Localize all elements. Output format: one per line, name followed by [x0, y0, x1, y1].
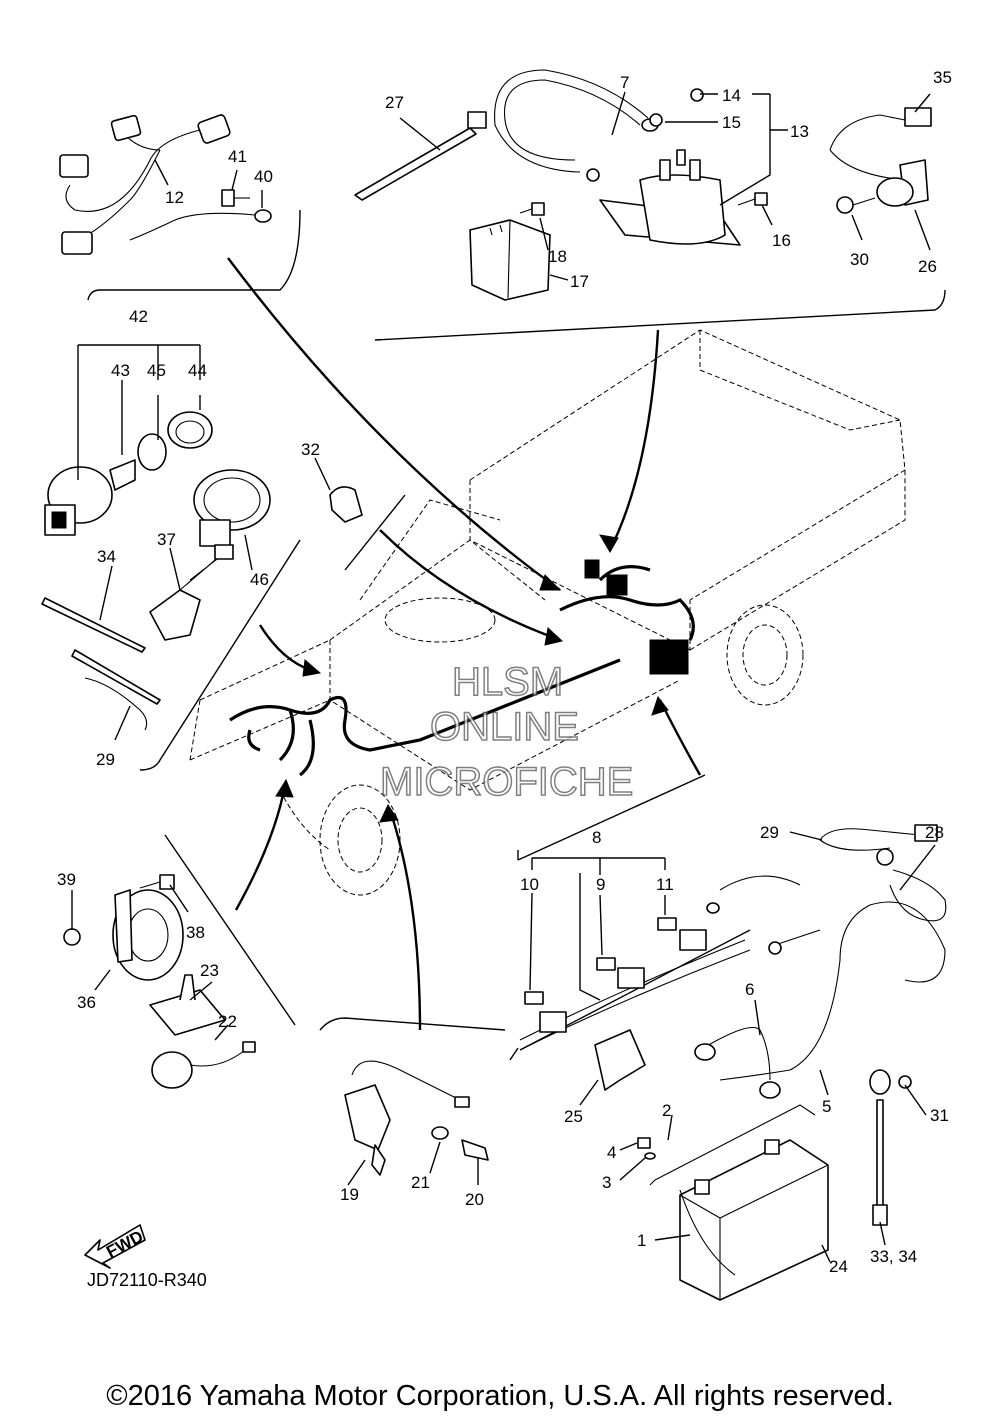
- part-19-20-21-sensor: [344, 1060, 489, 1176]
- diagram-code: JD72110-R340: [87, 1270, 207, 1290]
- callout-20: 20: [465, 1190, 484, 1209]
- part-17-relay: [469, 219, 551, 301]
- callout-8: 8: [592, 828, 601, 847]
- part-32-clip: [329, 486, 363, 523]
- callout-46: 46: [250, 570, 269, 589]
- part-40-41-ground-lead: [129, 189, 272, 241]
- callout-11: 11: [656, 875, 674, 894]
- callout-29-left: 29: [96, 750, 115, 769]
- watermark: HLSM ONLINE MICROFICHE: [379, 659, 634, 805]
- part-13-starter-relay: [599, 88, 741, 246]
- callout-18: 18: [548, 247, 567, 266]
- callout-27: 27: [385, 93, 404, 112]
- callout-25: 25: [564, 1107, 583, 1126]
- copyright-notice: ©2016 Yamaha Motor Corporation, U.S.A. A…: [106, 1380, 894, 1412]
- callout-6: 6: [745, 980, 754, 999]
- callout-32: 32: [301, 440, 320, 459]
- part-12-sub-wire-harness: [59, 114, 231, 255]
- callout-4: 4: [607, 1143, 616, 1162]
- leader-curves: [227, 257, 702, 1031]
- callout-43: 43: [111, 361, 130, 380]
- part-31-33-34-clip-tie: [869, 1069, 912, 1226]
- callout-41: 41: [228, 147, 247, 166]
- callout-31: 31: [930, 1106, 949, 1125]
- watermark-line-3: MICROFICHE: [380, 760, 633, 804]
- callout-labels: 7 14 15 13 27 35 12 41 40 16 18 17 30 26…: [57, 68, 952, 1276]
- watermark-line-2: ONLINE: [430, 705, 579, 749]
- vehicle-wire-harness: [229, 559, 695, 777]
- callout-26: 26: [918, 257, 937, 276]
- callout-30: 30: [850, 250, 869, 269]
- callout-10: 10: [520, 875, 539, 894]
- callout-33-34: 33, 34: [870, 1247, 917, 1266]
- callout-28: 28: [925, 823, 944, 842]
- part-24-battery: [637, 1104, 829, 1301]
- part-37-brake-switch: [149, 544, 234, 641]
- callout-16: 16: [772, 231, 791, 250]
- part-16-18-bolts: [519, 192, 768, 216]
- part-26-30-clamp: [836, 159, 929, 214]
- callout-22: 22: [218, 1012, 237, 1031]
- group-brackets: [87, 209, 946, 1061]
- part-28-29-right-ties: [819, 824, 947, 922]
- callout-19: 19: [340, 1185, 359, 1204]
- vehicle-outline: [189, 329, 906, 896]
- callout-39: 39: [57, 870, 76, 889]
- callout-38: 38: [186, 923, 205, 942]
- part-25-bracket: [594, 1029, 646, 1091]
- callout-9: 9: [596, 875, 605, 894]
- fwd-arrow: FWD: [84, 1224, 146, 1269]
- callout-2: 2: [662, 1101, 671, 1120]
- part-8-harness-connectors: [519, 875, 821, 1051]
- part-36-horn: [63, 874, 184, 981]
- callout-36: 36: [77, 993, 96, 1012]
- callout-44: 44: [188, 361, 207, 380]
- callout-45: 45: [147, 361, 166, 380]
- callout-3: 3: [602, 1173, 611, 1192]
- callout-7: 7: [620, 73, 629, 92]
- callout-23: 23: [200, 961, 219, 980]
- callout-14: 14: [722, 86, 741, 105]
- watermark-line-1: HLSM: [452, 660, 563, 704]
- part-46-meter: [193, 469, 271, 547]
- part-34-29-ties-left: [41, 597, 161, 731]
- callout-34: 34: [97, 547, 116, 566]
- callout-leaders: [71, 91, 936, 1263]
- callout-35: 35: [933, 68, 952, 87]
- part-22-23-sensor: [149, 974, 256, 1089]
- callout-21: 21: [411, 1173, 430, 1192]
- callout-1: 1: [637, 1231, 646, 1250]
- callout-13: 13: [790, 122, 809, 141]
- callout-37: 37: [157, 530, 176, 549]
- part-27-cable-tie: [354, 111, 487, 201]
- callout-15: 15: [722, 113, 741, 132]
- part-42-main-switch: [44, 411, 213, 536]
- callout-17: 17: [570, 272, 589, 291]
- fwd-label: FWD: [103, 1227, 146, 1262]
- callout-24: 24: [829, 1257, 848, 1276]
- callout-42: 42: [129, 307, 148, 326]
- part-5-6-battery-cables: [694, 901, 946, 1099]
- callout-12: 12: [165, 188, 184, 207]
- part-7-starter-lead: [494, 69, 659, 182]
- callout-40: 40: [254, 167, 273, 186]
- callout-5: 5: [822, 1097, 831, 1116]
- callout-29-right: 29: [760, 823, 779, 842]
